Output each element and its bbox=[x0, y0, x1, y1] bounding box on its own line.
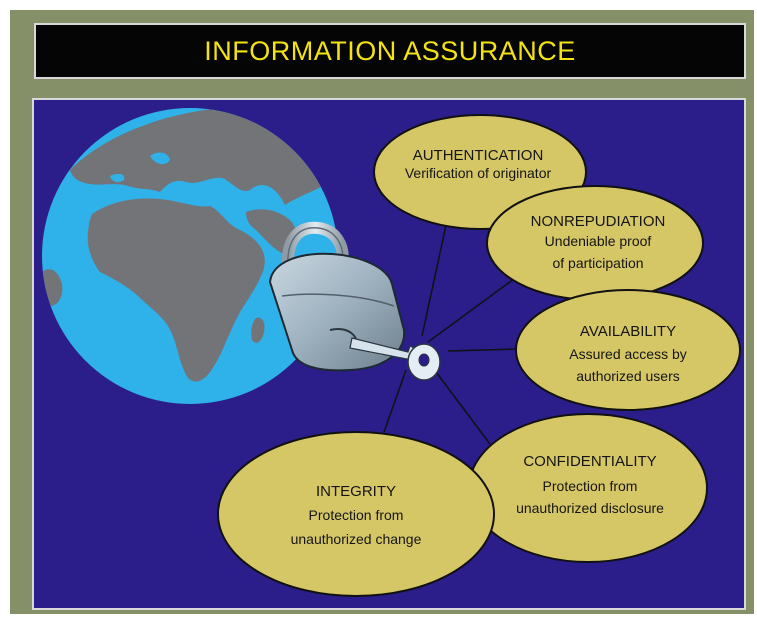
confidentiality-description-line-1: Protection from bbox=[543, 478, 638, 494]
confidentiality-heading: CONFIDENTIALITY bbox=[523, 453, 656, 470]
connector-nonrepudiation bbox=[427, 275, 519, 343]
integrity-ellipse bbox=[217, 431, 495, 597]
availability-description-line-1: Assured access by bbox=[569, 346, 687, 362]
nonrepudiation-heading: NONREPUDIATION bbox=[531, 213, 666, 230]
title-bar: INFORMATION ASSURANCE bbox=[34, 23, 746, 79]
authentication-heading: AUTHENTICATION bbox=[413, 147, 544, 164]
authentication-description: Verification of originator bbox=[405, 165, 552, 181]
node-nonrepudiation: NONREPUDIATION Undeniable proof of parti… bbox=[486, 185, 704, 301]
key-icon bbox=[349, 337, 441, 381]
integrity-description-line-1: Protection from bbox=[309, 507, 404, 523]
availability-ellipse bbox=[515, 289, 741, 411]
connector-lines bbox=[383, 215, 519, 445]
connector-availability bbox=[447, 348, 519, 352]
connector-confidentiality bbox=[435, 371, 491, 445]
diagram-title: INFORMATION ASSURANCE bbox=[204, 35, 576, 66]
availability-heading: AVAILABILITY bbox=[580, 323, 676, 340]
nonrepudiation-description-line-2: of participation bbox=[552, 255, 643, 271]
integrity-heading: INTEGRITY bbox=[316, 483, 396, 500]
globe-icon bbox=[42, 108, 338, 404]
nonrepudiation-description-line-1: Undeniable proof bbox=[545, 233, 652, 249]
padlock-icon bbox=[268, 221, 406, 372]
node-availability: AVAILABILITY Assured access by authorize… bbox=[515, 289, 741, 411]
connector-authentication bbox=[421, 215, 449, 337]
connector-integrity bbox=[383, 369, 407, 433]
integrity-description-line-2: unauthorized change bbox=[291, 531, 422, 547]
confidentiality-description-line-2: unauthorized disclosure bbox=[516, 500, 664, 516]
availability-description-line-2: authorized users bbox=[576, 368, 680, 384]
node-confidentiality: CONFIDENTIALITY Protection from unauthor… bbox=[468, 413, 708, 563]
node-integrity: INTEGRITY Protection from unauthorized c… bbox=[217, 431, 495, 597]
